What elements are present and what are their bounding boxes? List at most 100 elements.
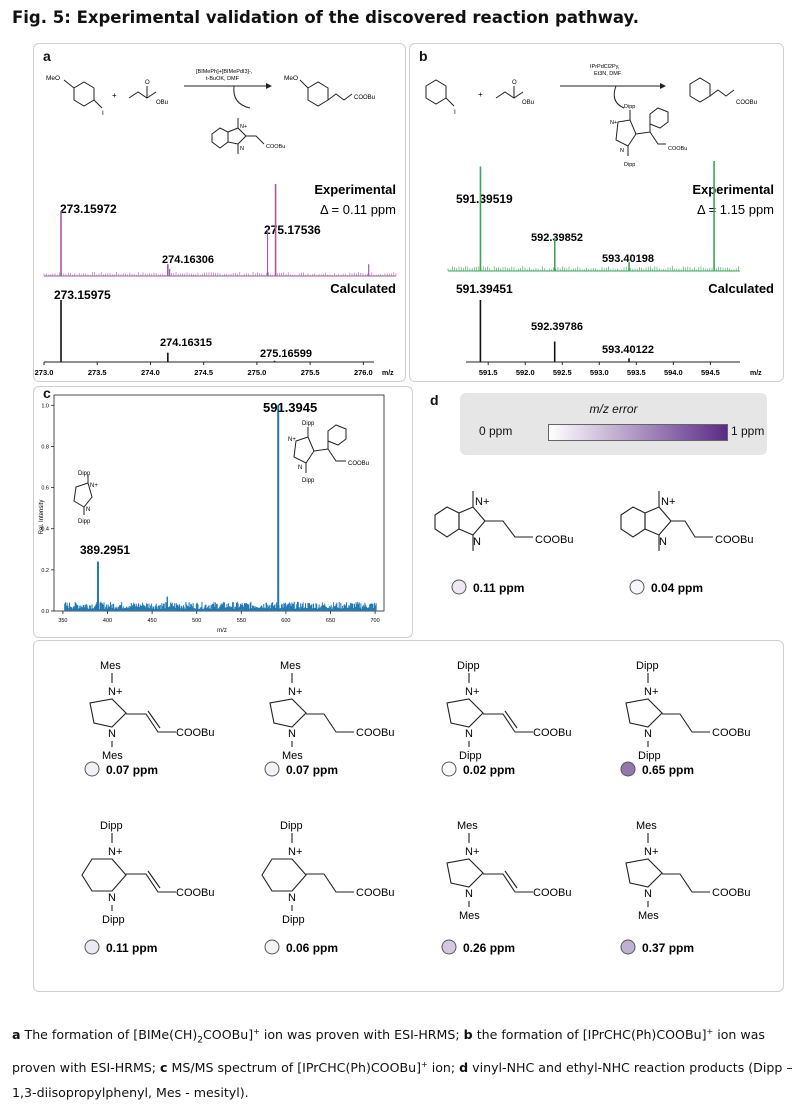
top-mol-1-group: COOBu <box>535 534 574 546</box>
sub-top: Dipp <box>457 660 480 672</box>
sub-bottom: Dipp <box>459 750 482 762</box>
calc-peak-label-3: 593.40122 <box>602 344 654 356</box>
error-dot <box>620 939 636 955</box>
x-tick-label: 592.0 <box>516 368 535 377</box>
byproduct-imidazolium <box>615 107 669 156</box>
molecule-ipr-cation <box>73 475 93 515</box>
x-tick-label: 273.5 <box>88 368 107 377</box>
error-dot <box>441 939 457 955</box>
sub-top: Mes <box>280 660 301 672</box>
panel-c-plot-frame <box>53 394 385 612</box>
byproduct-coobu: COOBu <box>668 146 687 152</box>
reagent1-iodide: I <box>102 110 104 117</box>
reagent-butyl-acrylate <box>128 86 157 99</box>
error-dot <box>264 939 280 955</box>
byproduct-dipp-bottom: Dipp <box>624 162 635 168</box>
y-tick-label: 0.4 <box>41 527 49 533</box>
panel-c-label: c <box>43 385 51 401</box>
error-label: 0.11 ppm <box>106 941 157 955</box>
calc-peak-label-2: 274.16315 <box>160 337 212 349</box>
byproduct-arrow <box>613 85 625 109</box>
product-coobu: COOBu <box>736 100 757 106</box>
n: N <box>465 728 473 740</box>
caption-b-label: b <box>463 1027 473 1043</box>
panel-d: d m/z error 0 ppm 1 ppm N+ N COOBu 0.11 … <box>414 386 784 638</box>
reagent-iodobenzene <box>425 79 455 107</box>
panel-c-y-label: Rel. Intensity <box>39 500 45 535</box>
x-tick-label: 273.0 <box>35 368 54 377</box>
panel-a: a MeO I + O OBu [BIMePh]+[BIMePdI3]-, t-… <box>33 43 406 382</box>
top-mol-2-n-plus: N+ <box>661 496 675 508</box>
sub-bottom: Mes <box>459 910 480 922</box>
calculated-label: Calculated <box>330 281 396 296</box>
error-dot <box>84 761 100 777</box>
mol-large-coobu: COOBu <box>348 461 369 467</box>
molecule-benzimidazolium-vinyl <box>434 491 533 551</box>
reaction-arrow-head <box>660 83 666 89</box>
byproduct-n: N <box>240 146 244 152</box>
colorbar-max-label: 1 ppm <box>731 424 765 438</box>
n: N <box>108 728 116 740</box>
figure-caption: a The formation of [BIMe(CH)2COOBu]+ ion… <box>12 1027 793 1100</box>
mol-large-dipp-bottom: Dipp <box>302 478 315 484</box>
panel-d-label: d <box>430 392 439 408</box>
product-coobu: COOBu <box>354 95 375 101</box>
calc-peak-label-2: 592.39786 <box>531 321 583 333</box>
panel-c-y-ticks: 0.00.20.40.60.81.0 <box>41 403 54 615</box>
panel-b-experimental-spectrum <box>447 161 740 272</box>
sub-bottom: Mes <box>282 750 303 762</box>
group: COOBu <box>176 887 215 899</box>
calc-peak-label-3: 275.16599 <box>260 348 312 360</box>
byproduct-n: N <box>620 148 624 154</box>
sub-top: Mes <box>457 820 478 832</box>
top-mol-1-n: N <box>473 536 481 548</box>
reaction-arrow-head <box>266 83 272 89</box>
experimental-label: Experimental <box>692 182 774 197</box>
panel-c-spectrum <box>64 405 377 611</box>
plus-sign: + <box>478 90 483 99</box>
n: N <box>288 892 296 904</box>
plus-sign: + <box>112 91 117 100</box>
delta-label: Δ = 1.15 ppm <box>697 202 774 217</box>
error-dot <box>629 579 645 595</box>
panel-a-calculated-spectrum <box>60 300 276 362</box>
x-tick-label: 650 <box>326 618 335 624</box>
sub-top: Dipp <box>280 820 303 832</box>
error-label: 0.07 ppm <box>286 763 338 777</box>
group: COOBu <box>533 887 572 899</box>
reagent2-oxygen: O <box>145 80 150 86</box>
x-tick-label: 594.0 <box>664 368 683 377</box>
error-label: 0.26 ppm <box>463 941 515 955</box>
colorbar-title: m/z error <box>589 402 638 416</box>
panel-a-x-unit: m/z <box>382 370 394 377</box>
sub-bottom: Dipp <box>282 914 305 926</box>
delta-label: Δ = 0.11 ppm <box>320 202 396 217</box>
x-tick-label: 400 <box>103 618 112 624</box>
n-plus: N+ <box>644 686 658 698</box>
x-tick-label: 500 <box>192 618 201 624</box>
caption-d-label: d <box>459 1060 469 1076</box>
calc-peak-label-1: 591.39451 <box>456 282 513 296</box>
y-tick-label: 0.8 <box>41 444 49 450</box>
panel-c-x-label: m/z <box>217 628 227 634</box>
top-mol-1-n-plus: N+ <box>475 496 489 508</box>
top-mol-2-n: N <box>659 536 667 548</box>
mol-small-dipp-top: Dipp <box>78 471 91 477</box>
error-dot <box>84 939 100 955</box>
mol-large-n-plus: N+ <box>288 437 296 443</box>
sub-bottom: Mes <box>102 750 123 762</box>
x-tick-label: 593.0 <box>590 368 609 377</box>
figure-title: Fig. 5: Experimental validation of the d… <box>12 8 639 27</box>
colorbar-min-label: 0 ppm <box>479 424 513 438</box>
calc-peak-label-1: 273.15975 <box>54 288 111 302</box>
sub-bottom: Dipp <box>102 914 125 926</box>
mol-large-dipp-top: Dipp <box>302 421 315 427</box>
exp-peak-label-2: 274.16306 <box>162 254 214 266</box>
